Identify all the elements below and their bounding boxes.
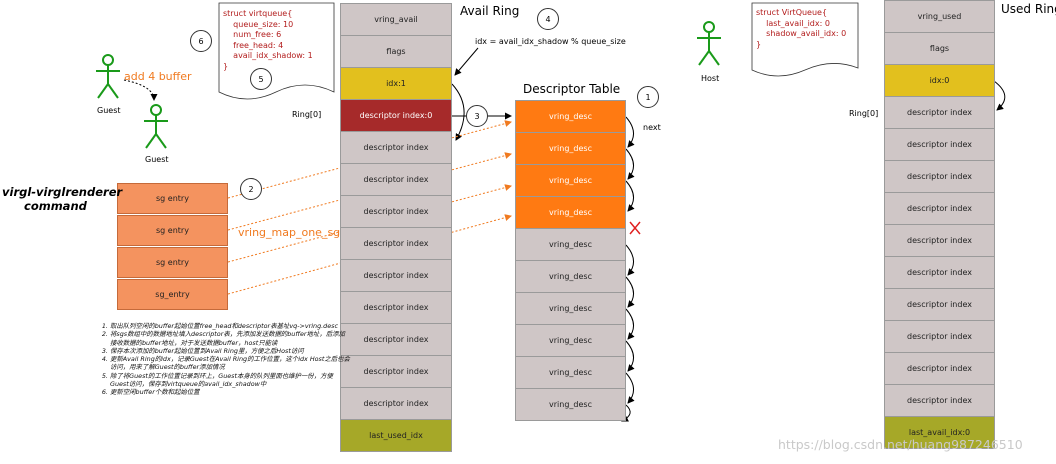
host-figure (697, 21, 721, 66)
next-chain (621, 116, 635, 422)
step-item: 更新空闲buffer个数和起始位置 (110, 388, 350, 396)
note-line: free_head: 4 (223, 40, 284, 50)
descriptor-table-cell: vring_desc (515, 196, 626, 229)
avail-ring-cell: descriptor index (340, 259, 452, 292)
avail-ring-title: Avail Ring (460, 4, 520, 18)
avail-ring-cell: vring_avail (340, 3, 452, 36)
descriptor-table-title: Descriptor Table (523, 82, 621, 96)
used-ring-cell: descriptor index (884, 160, 995, 193)
used-ring-cell: last_avail_idx:0 (884, 416, 995, 449)
avail-ring-cell: descriptor index (340, 355, 452, 388)
step-list: 取出队列空闲的buffer起始位置free_head和descriptor表基址… (98, 322, 350, 397)
virtqueue-note-shape (218, 2, 335, 100)
used-ring-cell: descriptor index (884, 256, 995, 289)
step-item: 将sgs数组中的数据地址填入descriptor表，先添加发送数据的buffer… (110, 330, 350, 347)
avail-ring-cell: descriptor index (340, 387, 452, 420)
used-ring-cell: descriptor index (884, 192, 995, 225)
descriptor-table-cell: vring_desc (515, 132, 626, 165)
note-line: avail_idx_shadow: 1 (223, 51, 313, 60)
avail-ring-index-label: Ring[0] (292, 110, 322, 119)
host-virtqueue-struct-note: struct VirtQueue{ last_avail_idx: 0 shad… (752, 5, 850, 53)
step-circle-5: 5 (250, 68, 272, 90)
used-ring-cell: descriptor index (884, 96, 995, 129)
used-ring-cell: descriptor index (884, 128, 995, 161)
avail-ring-cell: last_used_idx (340, 419, 452, 452)
vring-map-one-sg-label: vring_map_one_sg (238, 226, 341, 239)
command-title-line1: virgl-virglrenderer (2, 185, 123, 199)
note-line: shadow_avail_idx: 0 (756, 29, 847, 38)
guest-figure-2 (144, 104, 168, 149)
used-ring-cell: descriptor index (884, 320, 995, 353)
sg-map-arrows (227, 120, 512, 295)
descriptor-table-cell: vring_desc (515, 324, 626, 357)
formula-arrow (454, 47, 479, 76)
guest-label-2: Guest (145, 155, 169, 164)
step-item: 取出队列空闲的buffer起始位置free_head和descriptor表基址… (110, 322, 350, 330)
step-circle-2: 2 (240, 178, 262, 200)
avail-ring-cell: descriptor index (340, 227, 452, 260)
avail-ring-cell: descriptor index (340, 131, 452, 164)
add-buffer-label: add 4 buffer (124, 70, 192, 83)
used-ring-cell: idx:0 (884, 64, 995, 97)
next-label: next (643, 123, 661, 132)
step-circle-3: 3 (466, 105, 488, 127)
note-line: } (223, 61, 229, 71)
descriptor-table-cell: vring_desc (515, 228, 626, 261)
avail-ring-cell: descriptor index (340, 323, 452, 356)
avail-ring-cell: descriptor index:0 (340, 99, 452, 132)
step-item: 保存本次添加的buffer起始位置到Avail Ring里，方便之后Host访问 (110, 347, 350, 355)
note-line: num_free: 6 (223, 30, 282, 39)
avail-ring-cell: descriptor index (340, 291, 452, 324)
descriptor-table-cell: vring_desc (515, 100, 626, 133)
host-note-shape (751, 2, 859, 77)
add-buffer-arrow (123, 79, 158, 101)
used-ring-cell: flags (884, 32, 995, 65)
step-circle-1: 1 (637, 86, 659, 108)
used-ring-index-label: Ring[0] (849, 109, 879, 118)
step-item: 更新Avail Ring的idx，记录Guest在Avail Ring的工作位置… (110, 355, 350, 372)
guest-figure-1 (96, 54, 120, 99)
step-item: 除了将Guest的工作位置记录到环上，Guest本身的队列里面也维护一份，方便G… (110, 372, 350, 389)
descriptor-table-cell: vring_desc (515, 388, 626, 421)
avail-ring-cell: descriptor index (340, 163, 452, 196)
descriptor-table-cell: vring_desc (515, 292, 626, 325)
virtqueue-struct-note: struct virtqueue{ queue_size: 10 num_fre… (219, 6, 317, 75)
sg-entry: sg entry (117, 215, 228, 246)
host-label: Host (701, 74, 720, 83)
used-idx-curve (993, 80, 1006, 111)
guest-label-1: Guest (97, 106, 121, 115)
idx-formula: idx = avail_idx_shadow % queue_size (475, 37, 626, 46)
descriptor-table-cell: vring_desc (515, 164, 626, 197)
avail-ring-cell: flags (340, 35, 452, 68)
used-ring-cell: descriptor index (884, 352, 995, 385)
step-circle-4: 4 (537, 8, 559, 30)
watermark: https://blog.csdn.net/huang987246510 (778, 437, 1023, 452)
used-ring-cell: descriptor index (884, 224, 995, 257)
sg-entry: sg entry (117, 183, 228, 214)
sg-entry: sg_entry (117, 279, 228, 310)
note-line: queue_size: 10 (223, 19, 294, 29)
avail-idx-curve (451, 83, 465, 141)
used-ring-cell: vring_used (884, 0, 995, 33)
avail-ring-cell: idx:1 (340, 67, 452, 100)
avail-ring-cell: descriptor index (340, 195, 452, 228)
used-ring-cell: descriptor index (884, 384, 995, 417)
chain-break-cross (629, 221, 641, 235)
note-line: struct VirtQueue{ (756, 8, 828, 17)
note-line: struct virtqueue{ (223, 9, 293, 18)
descriptor-table-cell: vring_desc (515, 356, 626, 389)
note-line: } (756, 39, 762, 49)
sg-entry: sg entry (117, 247, 228, 278)
descriptor-table-cell: vring_desc (515, 260, 626, 293)
used-ring-title: Used Ring (1001, 2, 1056, 16)
step-circle-6: 6 (190, 30, 212, 52)
command-title-line2: command (24, 199, 87, 213)
note-line: last_avail_idx: 0 (756, 18, 830, 28)
used-ring-cell: descriptor index (884, 288, 995, 321)
